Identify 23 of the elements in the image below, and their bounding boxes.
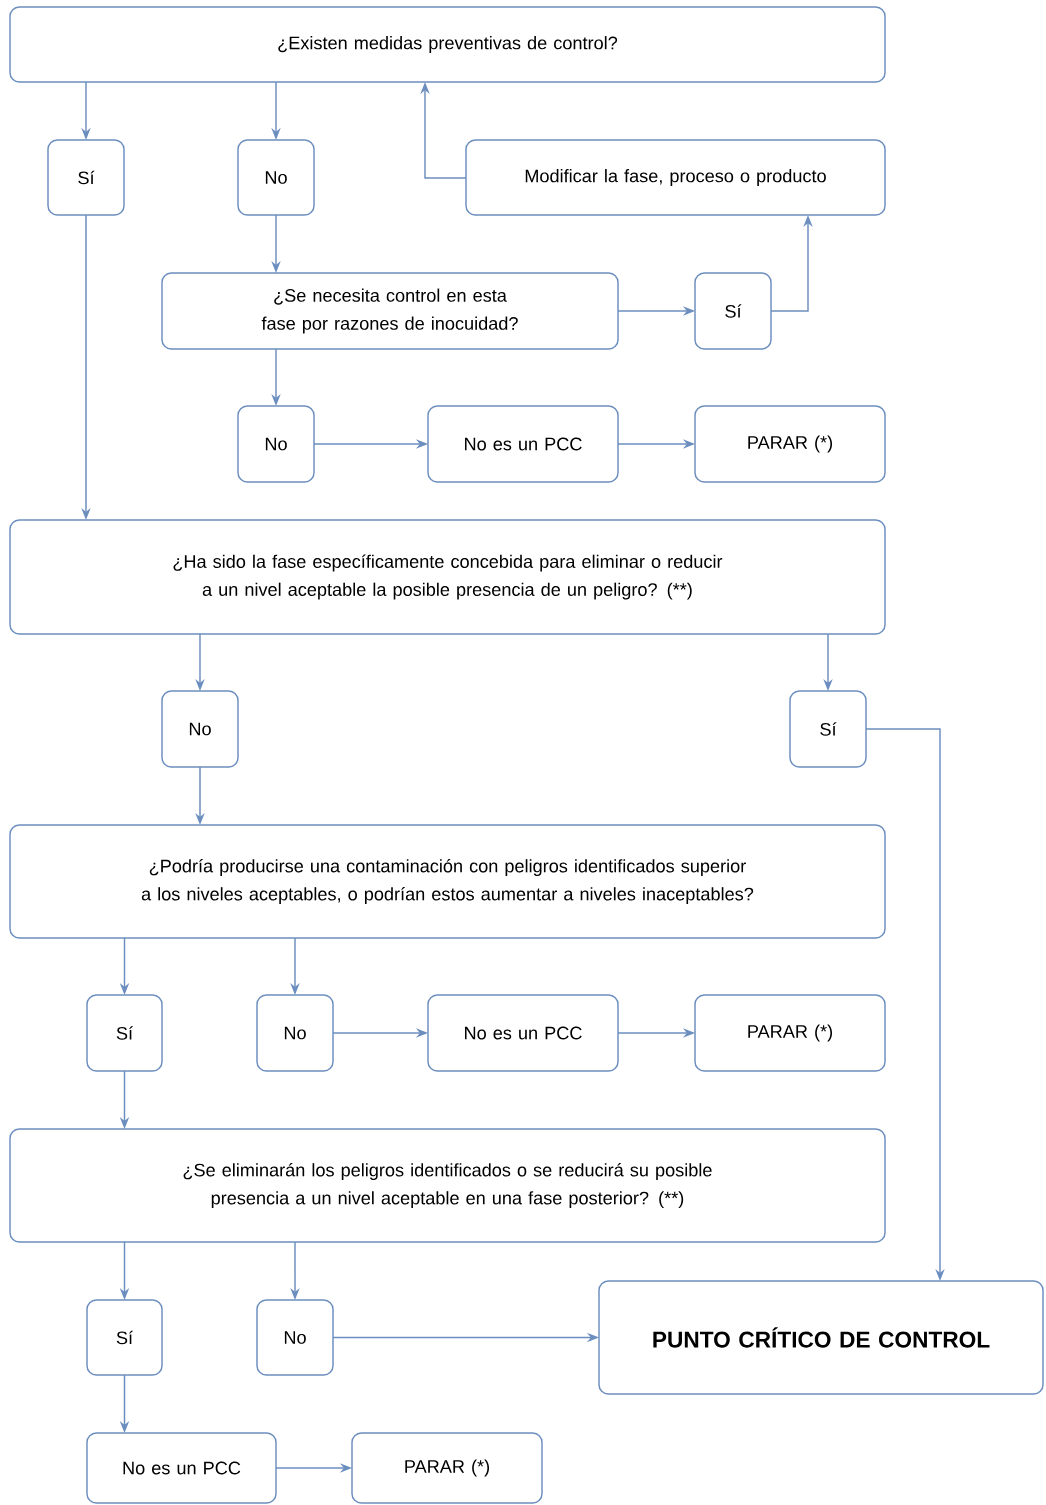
answer-box: No <box>256 994 334 1072</box>
result-box: No es un PCC <box>86 1432 277 1504</box>
answer-box: Sí <box>47 139 125 216</box>
answer-box: No <box>237 139 315 216</box>
answer-box: Sí <box>86 994 163 1072</box>
answer-box: Sí <box>86 1299 163 1376</box>
question-box: ¿Podría producirse una contaminación con peligros identificados superior a los niveles aceptables, o podrían estos aumentar a niveles inaceptables? <box>9 824 886 939</box>
answer-box: Sí <box>789 690 867 768</box>
result-box: No es un PCC <box>427 994 619 1072</box>
question-box: ¿Ha sido la fase específicamente concebida para eliminar o reducir a un nivel aceptable la posible presencia de un peligro? (**) <box>9 519 886 635</box>
result-box: No es un PCC <box>427 405 619 483</box>
stop-box: PARAR (*) <box>694 405 886 483</box>
question-box: ¿Existen medidas preventivas de control? <box>9 6 886 83</box>
question-box: ¿Se eliminarán los peligros identificados o se reducirá su posible presencia a un nivel aceptable en una fase posterior? (**) <box>9 1128 886 1243</box>
question-box: ¿Se necesita control en esta fase por razones de inocuidad? <box>161 272 619 350</box>
answer-box: Sí <box>694 272 772 350</box>
answer-box: No <box>237 405 315 483</box>
answer-box: No <box>256 1299 334 1376</box>
stop-box: PARAR (*) <box>351 1432 543 1504</box>
action-box: Modificar la fase, proceso o producto <box>465 139 886 216</box>
stop-box: PARAR (*) <box>694 994 886 1072</box>
critical-point-box: PUNTO CRÍTICO DE CONTROL <box>598 1280 1044 1395</box>
answer-box: No <box>161 690 239 768</box>
